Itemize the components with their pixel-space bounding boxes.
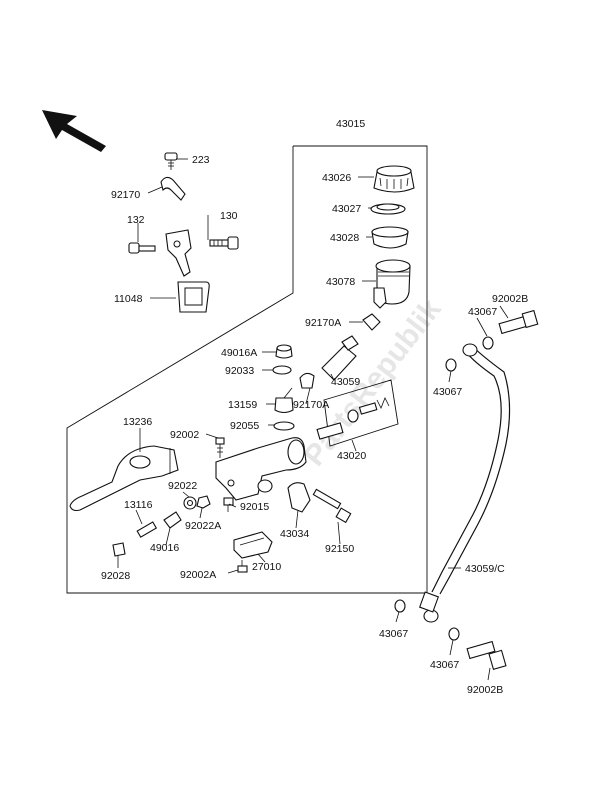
label-223: 223	[192, 154, 210, 166]
label-43067-a: 43067	[468, 306, 497, 318]
label-43059C: 43059/C	[465, 563, 505, 575]
label-92002B-lower: 92002B	[467, 684, 503, 696]
label-43034: 43034	[280, 528, 309, 540]
piston-kit-group	[316, 379, 399, 447]
label-43026: 43026	[322, 172, 351, 184]
hose-group	[272, 335, 359, 431]
bracket-group	[128, 152, 239, 313]
label-13159: 13159	[228, 399, 257, 411]
label-92002A: 92002A	[180, 569, 216, 581]
label-49016: 49016	[150, 542, 179, 554]
assembly-frame	[66, 145, 428, 594]
lever-group	[69, 437, 225, 512]
label-92015: 92015	[240, 501, 269, 513]
label-13116: 13116	[124, 499, 153, 511]
label-43067-c: 43067	[379, 628, 408, 640]
label-43059: 43059	[331, 376, 360, 388]
label-43028: 43028	[330, 232, 359, 244]
label-130: 130	[220, 210, 238, 222]
label-92170A-upper: 92170A	[305, 317, 341, 329]
label-92055: 92055	[230, 420, 259, 432]
label-92150: 92150	[325, 543, 354, 555]
leader-lines	[117, 158, 509, 681]
label-92170A-lower: 92170A	[293, 399, 329, 411]
label-92022: 92022	[168, 480, 197, 492]
direction-arrow-icon	[42, 110, 106, 152]
label-11048: 11048	[114, 293, 143, 305]
label-43027: 43027	[332, 203, 361, 215]
label-49016A: 49016A	[221, 347, 257, 359]
label-132: 132	[127, 214, 145, 226]
label-43078: 43078	[326, 276, 355, 288]
lower-small-parts	[112, 482, 352, 573]
callout-labels: 43015 43026 43027 43028 43078 223 92170 …	[101, 118, 528, 696]
label-92170: 92170	[111, 189, 140, 201]
label-92028: 92028	[101, 570, 130, 582]
brake-line-group	[394, 309, 539, 671]
label-92033: 92033	[225, 365, 254, 377]
label-43020: 43020	[337, 450, 366, 462]
label-43015: 43015	[336, 118, 365, 130]
reservoir-group	[362, 165, 415, 331]
label-27010: 27010	[252, 561, 281, 573]
label-43067-b: 43067	[433, 386, 462, 398]
label-92002B-upper: 92002B	[492, 293, 528, 305]
label-92022A: 92022A	[185, 520, 221, 532]
label-13236: 13236	[123, 416, 152, 428]
master-cylinder-body	[215, 437, 307, 501]
label-92002: 92002	[170, 429, 199, 441]
label-43067-d: 43067	[430, 659, 459, 671]
